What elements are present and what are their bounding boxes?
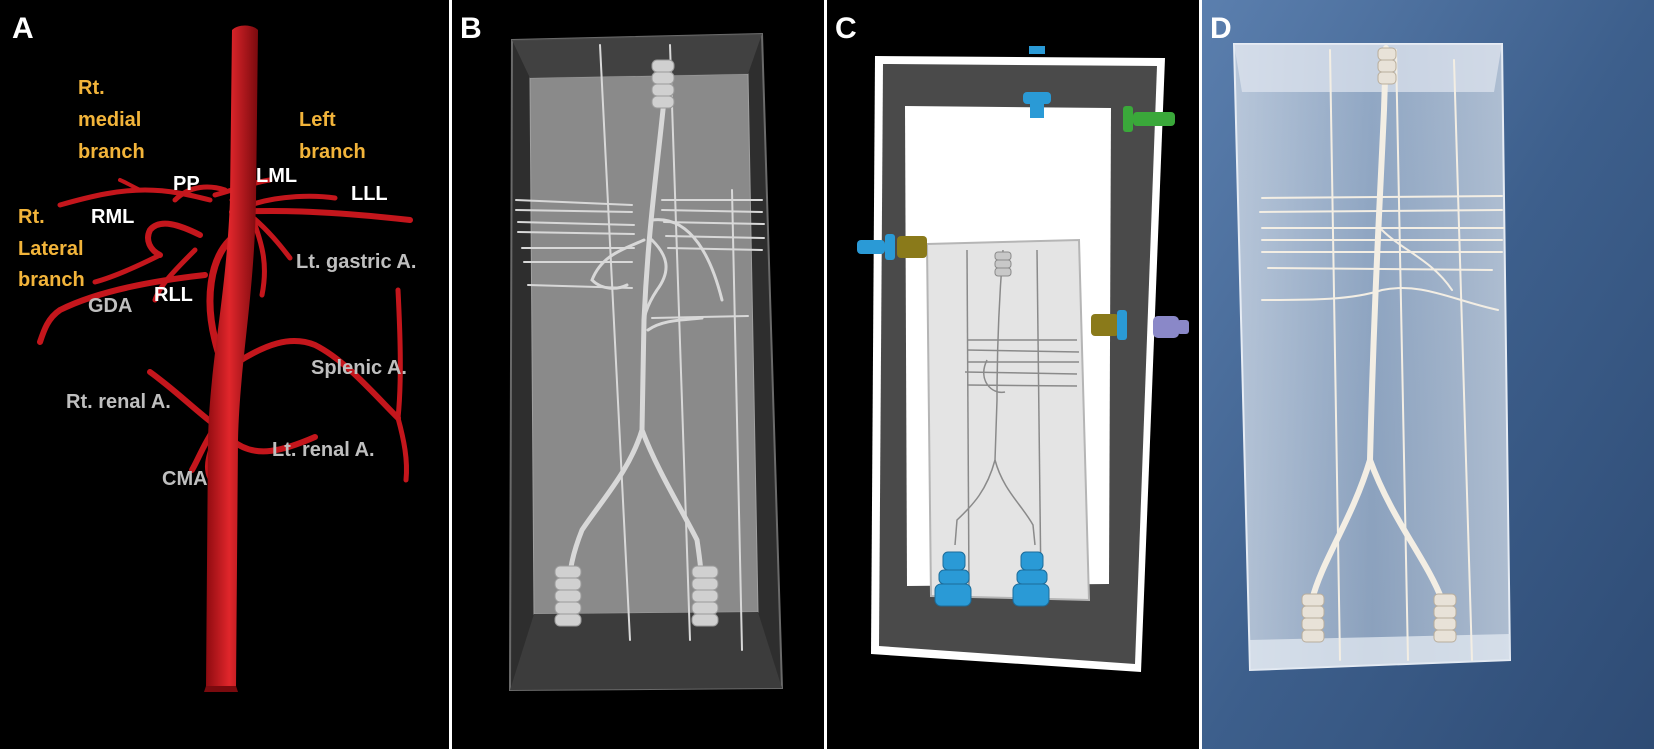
phantom-box-bottom bbox=[510, 612, 782, 690]
panel-c: C bbox=[827, 0, 1199, 749]
left-branch bbox=[229, 207, 413, 223]
label-lll: LLL bbox=[351, 183, 388, 205]
rt-medial-top bbox=[118, 178, 142, 192]
label-lt-gastric: Lt. gastric A. bbox=[296, 251, 417, 273]
panel-letter-d: D bbox=[1210, 12, 1232, 45]
lt-gastric-2 bbox=[252, 222, 267, 298]
label-pp: PP bbox=[173, 173, 200, 195]
rod-far-right bbox=[731, 189, 743, 651]
phantom-mold-model bbox=[857, 46, 1189, 672]
splenic-artery bbox=[235, 338, 401, 421]
rod-left bbox=[599, 44, 631, 641]
lt-renal-artery bbox=[229, 434, 318, 455]
label-rt-lateral-3: branch bbox=[18, 269, 85, 291]
rml-branch bbox=[145, 220, 203, 258]
splenic-lower bbox=[395, 415, 409, 483]
rt-lateral-branch bbox=[92, 252, 163, 285]
inner-plate bbox=[925, 238, 1091, 602]
panel-letter-c: C bbox=[835, 12, 857, 45]
panel-letter-a: A bbox=[12, 12, 34, 45]
phantom-box-top bbox=[512, 34, 762, 78]
rt-medial-branch bbox=[57, 187, 213, 208]
label-rt-medial-2: medial bbox=[78, 109, 142, 131]
aorta-bottom bbox=[204, 686, 238, 692]
label-lt-renal: Lt. renal A. bbox=[272, 439, 375, 461]
splenic-distal bbox=[395, 287, 403, 421]
label-rt-lateral-1: Rt. bbox=[18, 206, 45, 228]
panel-b: B bbox=[452, 0, 824, 749]
panel-d: D bbox=[1202, 0, 1654, 749]
panel-letter-b: B bbox=[460, 12, 482, 45]
label-left-branch-2: branch bbox=[299, 141, 366, 163]
rod-right bbox=[669, 44, 691, 641]
label-gda: GDA bbox=[88, 295, 133, 317]
label-cma: CMA bbox=[162, 468, 208, 490]
label-rt-renal: Rt. renal A. bbox=[66, 391, 171, 413]
label-rml: RML bbox=[91, 206, 135, 228]
pp-branch bbox=[172, 184, 228, 203]
label-rll: RLL bbox=[154, 284, 193, 306]
label-rt-medial-1: Rt. bbox=[78, 77, 105, 99]
label-rt-medial-3: branch bbox=[78, 141, 145, 163]
printed-phantom-photo bbox=[1202, 0, 1654, 749]
lt-gastric-artery bbox=[247, 212, 293, 261]
label-rt-lateral-2: Lateral bbox=[18, 238, 84, 260]
label-splenic: Splenic A. bbox=[311, 357, 407, 379]
label-left-branch-1: Left bbox=[299, 109, 336, 131]
aorta bbox=[206, 25, 258, 688]
phantom-cad-model bbox=[508, 32, 784, 692]
lll-branch bbox=[247, 193, 338, 208]
vascular-3d-model bbox=[37, 25, 413, 692]
label-lml: LML bbox=[256, 165, 298, 187]
rll-branch bbox=[152, 247, 198, 303]
panel-a: A bbox=[0, 0, 449, 749]
